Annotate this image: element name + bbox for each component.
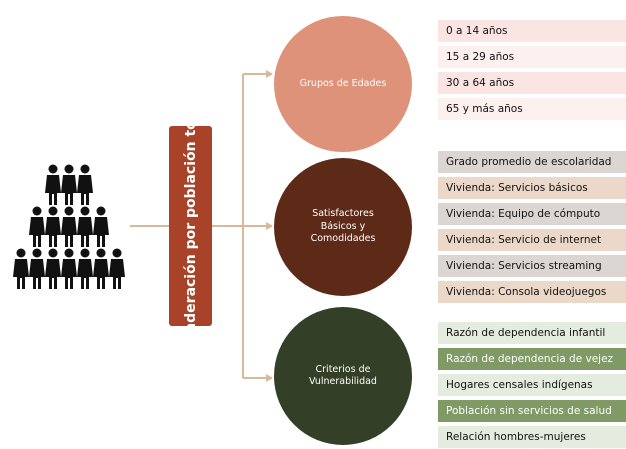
list-item: Relación hombres-mujeres	[438, 426, 626, 448]
weighting-label: Ponderación por población total	[182, 99, 199, 353]
list-item: Hogares censales indígenas	[438, 374, 626, 396]
group-title-vulnerability: Criterios de Vulnerabilidad	[309, 363, 377, 388]
list-item: 30 a 64 años	[438, 72, 626, 94]
group-title-basic-satisfiers: Satisfactores Básicos y Comodidades	[310, 208, 376, 245]
list-item: Vivienda: Consola videojuegos	[438, 281, 626, 303]
person-icon	[93, 206, 109, 247]
person-icon	[109, 248, 125, 289]
list-item: Población sin servicios de salud	[438, 400, 626, 422]
list-item: Razón de dependencia infantil	[438, 322, 626, 344]
list-item: 65 y más años	[438, 98, 626, 120]
person-icon	[13, 248, 29, 289]
list-item: 15 a 29 años	[438, 46, 626, 68]
person-icon	[29, 248, 45, 289]
person-icon	[45, 164, 61, 205]
list-item: Razón de dependencia de vejez	[438, 348, 626, 370]
person-icon	[29, 206, 45, 247]
person-icon	[45, 248, 61, 289]
person-icon	[61, 248, 77, 289]
person-icon	[77, 206, 93, 247]
group-title-ages: Grupos de Edades	[299, 77, 387, 89]
person-icon	[77, 164, 93, 205]
person-icon	[61, 164, 77, 205]
group-circle-vulnerability: Criterios de Vulnerabilidad	[274, 307, 412, 445]
list-item: Vivienda: Servicio de internet	[438, 229, 626, 251]
people-crowd-icon	[13, 164, 125, 289]
person-icon	[61, 206, 77, 247]
list-item: Vivienda: Servicios streaming	[438, 255, 626, 277]
list-item: Vivienda: Servicios básicos	[438, 177, 626, 199]
list-item: 0 a 14 años	[438, 20, 626, 42]
list-item: Grado promedio de escolaridad	[438, 151, 626, 173]
group-circle-ages: Grupos de Edades	[274, 16, 412, 152]
person-icon	[45, 206, 61, 247]
weighting-label-box: Ponderación por población total	[169, 99, 212, 353]
person-icon	[93, 248, 109, 289]
list-item: Vivienda: Equipo de cómputo	[438, 203, 626, 225]
person-icon	[77, 248, 93, 289]
group-circle-basic-satisfiers: Satisfactores Básicos y Comodidades	[274, 158, 412, 296]
